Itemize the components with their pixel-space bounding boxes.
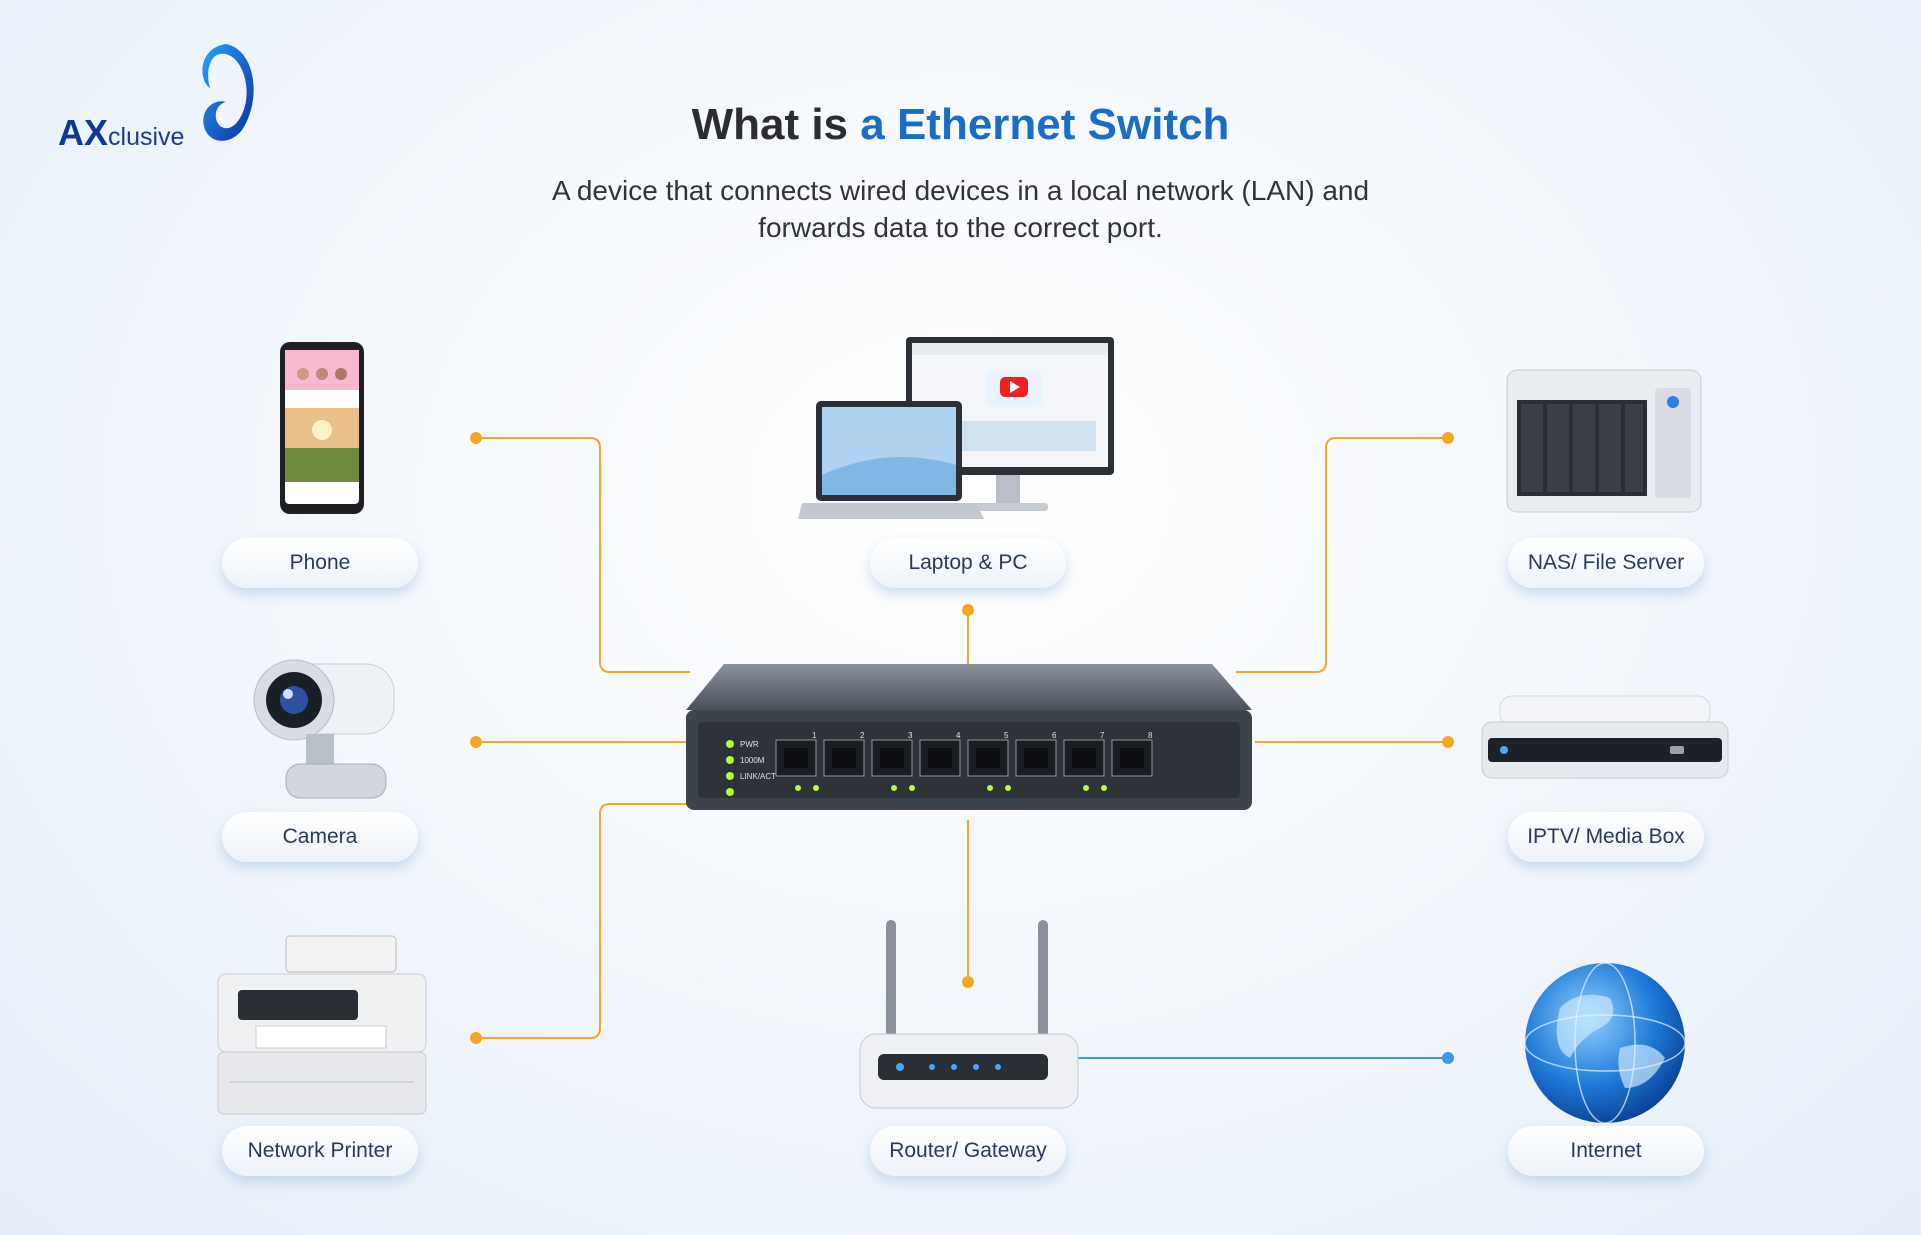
switch-port-label: 4	[956, 731, 961, 740]
switch-port-label: 8	[1148, 731, 1153, 740]
switch-port-jack	[832, 748, 856, 768]
iptv-media-box-icon	[1481, 695, 1729, 779]
switch-port-label: 7	[1100, 731, 1105, 740]
switch-port-label: 5	[1004, 731, 1009, 740]
switch-port-jack	[976, 748, 1000, 768]
switch-port-jack	[1024, 748, 1048, 768]
device-label-laptop-pc: Laptop & PC	[870, 538, 1066, 588]
axclusive-logo: AXclusive	[58, 40, 258, 160]
router-gateway-icon	[859, 920, 1079, 1109]
device-label-router-gateway: Router/ Gateway	[870, 1126, 1066, 1176]
laptop-connector-dot	[962, 604, 974, 616]
switch-ports: 1 2 3 4 5 6 7 8	[775, 731, 1153, 791]
page-subtitle: A device that connects wired devices in …	[551, 175, 1370, 243]
camera-connector-dot	[470, 736, 482, 748]
internet-connector-dot	[1442, 1052, 1454, 1064]
switch-port-jack	[880, 748, 904, 768]
switch-led-label: LINK/ACT	[740, 772, 776, 781]
switch-port-jack	[784, 748, 808, 768]
switch-led-label: 1000M	[740, 756, 765, 765]
switch-port-led	[813, 785, 819, 791]
switch-port-label: 3	[908, 731, 913, 740]
router-connector-dot	[962, 976, 974, 988]
device-label-phone: Phone	[222, 538, 418, 588]
network-printer-icon	[217, 935, 427, 1115]
device-label-internet: Internet	[1508, 1126, 1704, 1176]
switch-port-jack	[1072, 748, 1096, 768]
device-label-nas-file-server: NAS/ File Server	[1508, 538, 1704, 588]
switch-port-led	[1005, 785, 1011, 791]
brand-name: AXclusive	[58, 112, 185, 153]
printer-connector-dot	[470, 1032, 482, 1044]
iptv-connector-dot	[1442, 736, 1454, 748]
logo-swirl-icon	[202, 44, 254, 141]
device-label-network-printer: Network Printer	[222, 1126, 418, 1176]
switch-port-label: 2	[860, 731, 865, 740]
switch-port-label: 1	[812, 731, 817, 740]
device-label-camera: Camera	[222, 812, 418, 862]
device-label-iptv-media-box: IPTV/ Media Box	[1508, 812, 1704, 862]
switch-port-led	[795, 785, 801, 791]
nas-connector-dot	[1442, 432, 1454, 444]
switch-port-jack	[928, 748, 952, 768]
switch-port-label: 6	[1052, 731, 1057, 740]
page-title: What is a Ethernet Switch	[691, 100, 1230, 149]
switch-port-led	[909, 785, 915, 791]
switch-port-led	[1083, 785, 1089, 791]
phone-icon	[280, 342, 364, 514]
switch-led-label: PWR	[740, 740, 759, 749]
switch-port-jack	[1120, 748, 1144, 768]
nas-server-icon	[1506, 369, 1702, 513]
phone-connector-dot	[470, 432, 482, 444]
switch-port-led	[987, 785, 993, 791]
phone-connector	[476, 437, 690, 673]
nas-connector	[1236, 437, 1448, 673]
laptop-pc-icon	[798, 337, 1114, 519]
security-camera-icon	[253, 659, 395, 799]
switch-port-led	[1101, 785, 1107, 791]
printer-connector	[476, 803, 690, 1039]
ethernet-switch-icon: PWR 1000M LINK/ACT 1 2 3 4 5 6 7 8	[686, 664, 1252, 810]
switch-port-led	[891, 785, 897, 791]
internet-globe-icon	[1524, 962, 1686, 1124]
